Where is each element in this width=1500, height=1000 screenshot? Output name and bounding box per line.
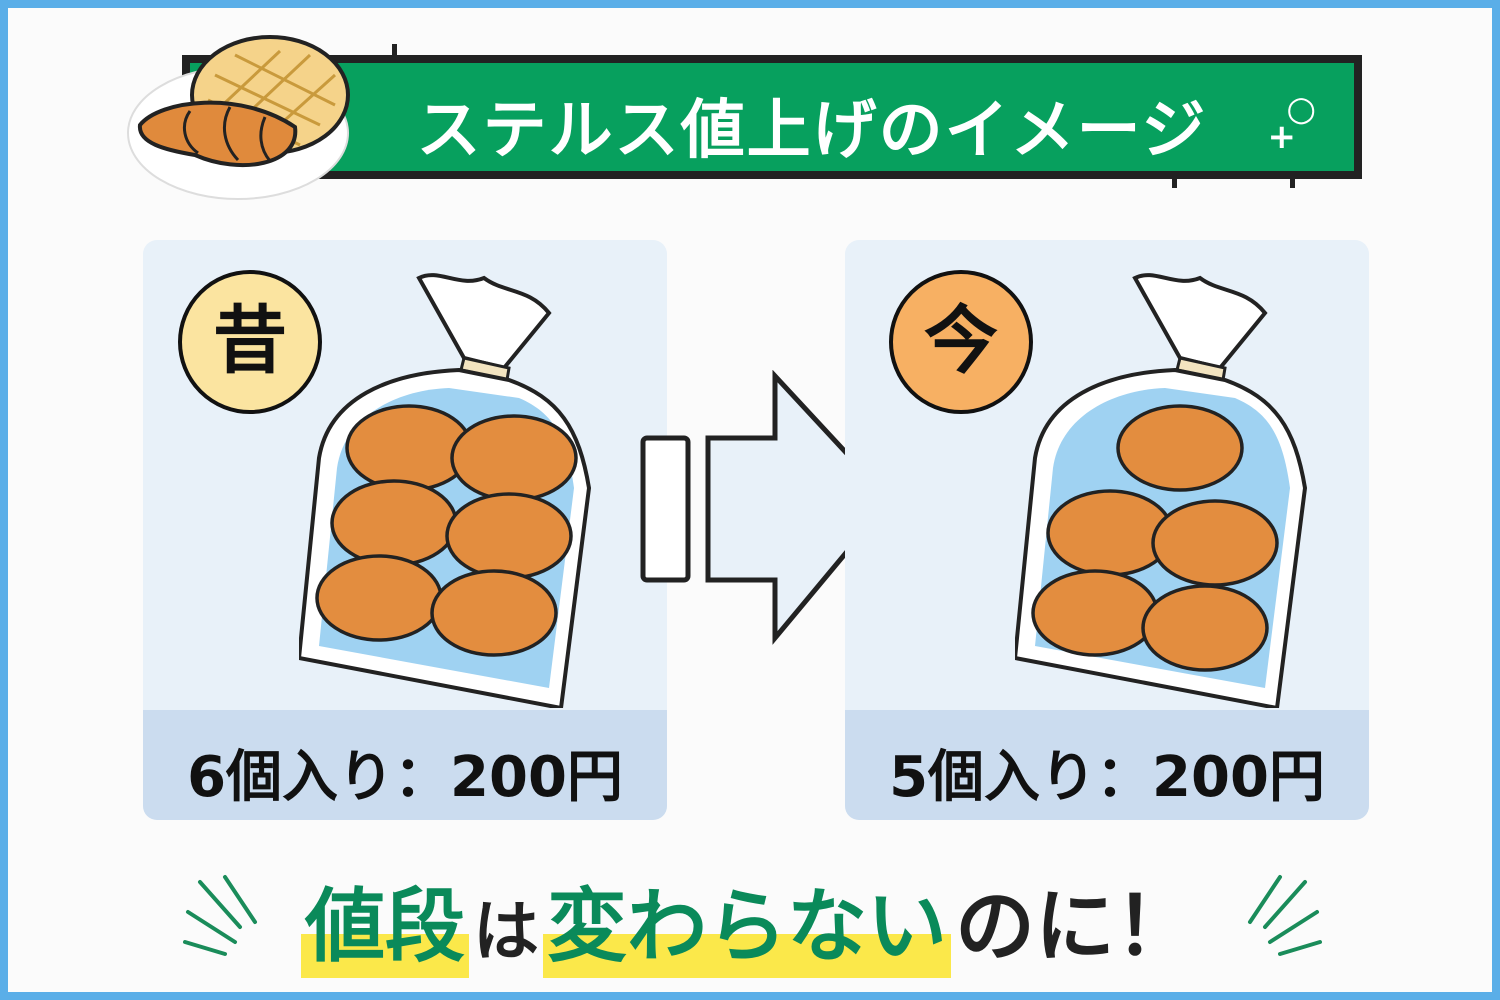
bottom-message: 値段は変わらないのに！ <box>0 862 1500 978</box>
after-badge: 今 <box>889 270 1033 414</box>
page-title: ステルス値上げのイメージ <box>416 94 1208 168</box>
message-part: のに！ <box>955 880 1195 973</box>
bread-bag-icon <box>299 273 592 708</box>
before-price: 6個入り：200円 <box>187 745 623 810</box>
title-banner: ステルス値上げのイメージ ○ + <box>182 55 1362 179</box>
burst-lines-icon <box>183 875 257 956</box>
before-badge: 昔 <box>178 270 322 414</box>
bread-logo-icon <box>127 35 350 200</box>
banner-tick <box>1290 176 1295 188</box>
message-part: 値段 <box>301 862 469 978</box>
before-panel: 昔 6個入り：200円 <box>143 240 667 820</box>
message-part: 変わらない <box>543 862 951 978</box>
banner-tick <box>1172 176 1177 188</box>
after-price-bar: 5個入り：200円 <box>845 710 1369 820</box>
after-panel: 今 5個入り：200円 <box>845 240 1369 820</box>
message-part: は <box>473 893 539 970</box>
banner-tick <box>392 44 397 58</box>
after-price: 5個入り：200円 <box>889 745 1325 810</box>
title-banner-fill: ステルス値上げのイメージ ○ + <box>190 63 1354 171</box>
circle-deco-icon: ○ <box>1286 89 1316 129</box>
right-arrow-icon <box>640 370 894 645</box>
before-price-bar: 6個入り：200円 <box>143 710 667 820</box>
bread-bag-icon <box>1015 273 1308 708</box>
burst-lines-icon <box>1248 875 1322 956</box>
plus-deco-icon: + <box>1267 117 1297 157</box>
